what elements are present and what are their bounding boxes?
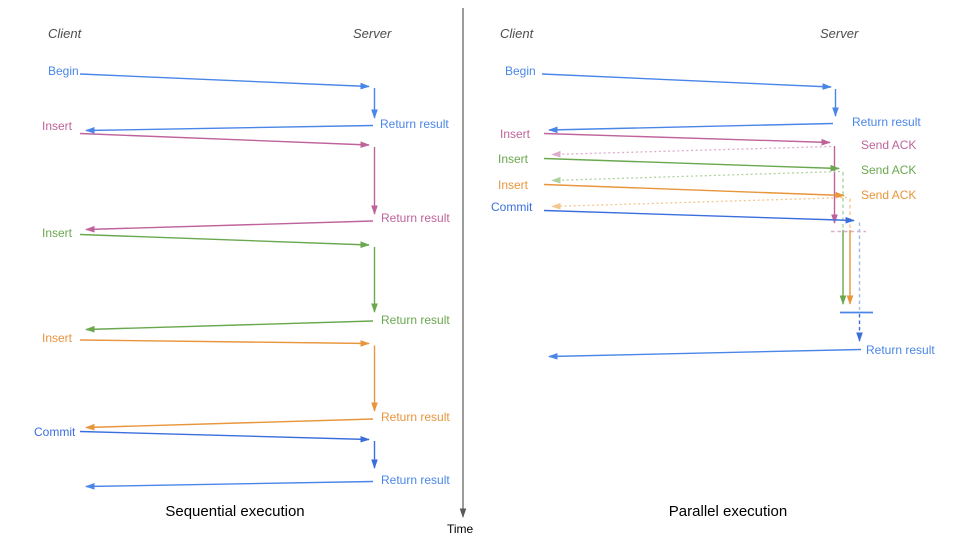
seq-insert3-request-line (79, 339, 370, 347)
left-client-header: Client (48, 26, 82, 41)
left-insert1-label: Insert (42, 119, 73, 133)
seq-begin-request-line (79, 73, 370, 90)
right-client-header: Client (500, 26, 534, 41)
left-return-result-label: Return result (381, 410, 450, 424)
left-begin-label: Begin (48, 64, 79, 78)
right-send-ack-label: Send ACK (861, 138, 917, 152)
seq-commit-request-line (79, 430, 370, 443)
time-axis-label: Time (447, 522, 474, 536)
par-insert3-ack-line (551, 196, 848, 210)
par-insert3-request-line (543, 183, 845, 199)
seq-insert1-return-line (85, 220, 374, 233)
par-begin-return-line (548, 122, 834, 134)
left-server-header: Server (353, 26, 392, 41)
right-server-header: Server (820, 26, 859, 41)
par-final-return-line (548, 348, 862, 360)
right-send-ack-label: Send ACK (861, 163, 917, 177)
seq-insert3-return-line (85, 418, 374, 431)
seq-begin-return-line (85, 124, 374, 134)
right-commit-label: Commit (491, 200, 533, 214)
right-begin-label: Begin (505, 64, 536, 78)
left-return-result-label: Return result (380, 117, 449, 131)
seq-insert2-request-line (79, 233, 370, 249)
seq-commit-return-line (85, 480, 374, 490)
par-insert1-ack-line (551, 145, 832, 158)
right-insert3-label: Insert (498, 178, 529, 192)
right-insert2-label: Insert (498, 152, 529, 166)
left-insert3-label: Insert (42, 331, 73, 345)
seq-insert2-return-line (85, 320, 374, 333)
right-return-result-label: Return result (866, 343, 935, 357)
par-commit-request-line (543, 209, 855, 224)
par-insert1-request-line (543, 132, 831, 146)
right-return-result-label: Return result (852, 115, 921, 129)
par-begin-request-line (541, 73, 832, 90)
left-return-result-label: Return result (381, 473, 450, 487)
seq-insert1-request-line (79, 132, 370, 148)
left-panel-caption: Sequential execution (165, 503, 305, 520)
left-return-result-label: Return result (381, 211, 450, 225)
right-send-ack-label: Send ACK (861, 188, 917, 202)
par-insert2-request-line (543, 157, 840, 172)
right-insert1-label: Insert (500, 127, 531, 141)
left-insert2-label: Insert (42, 226, 73, 240)
left-return-result-label: Return result (381, 313, 450, 327)
par-insert2-ack-line (551, 170, 841, 184)
left-commit-label: Commit (34, 425, 76, 439)
right-panel-caption: Parallel execution (668, 503, 788, 520)
